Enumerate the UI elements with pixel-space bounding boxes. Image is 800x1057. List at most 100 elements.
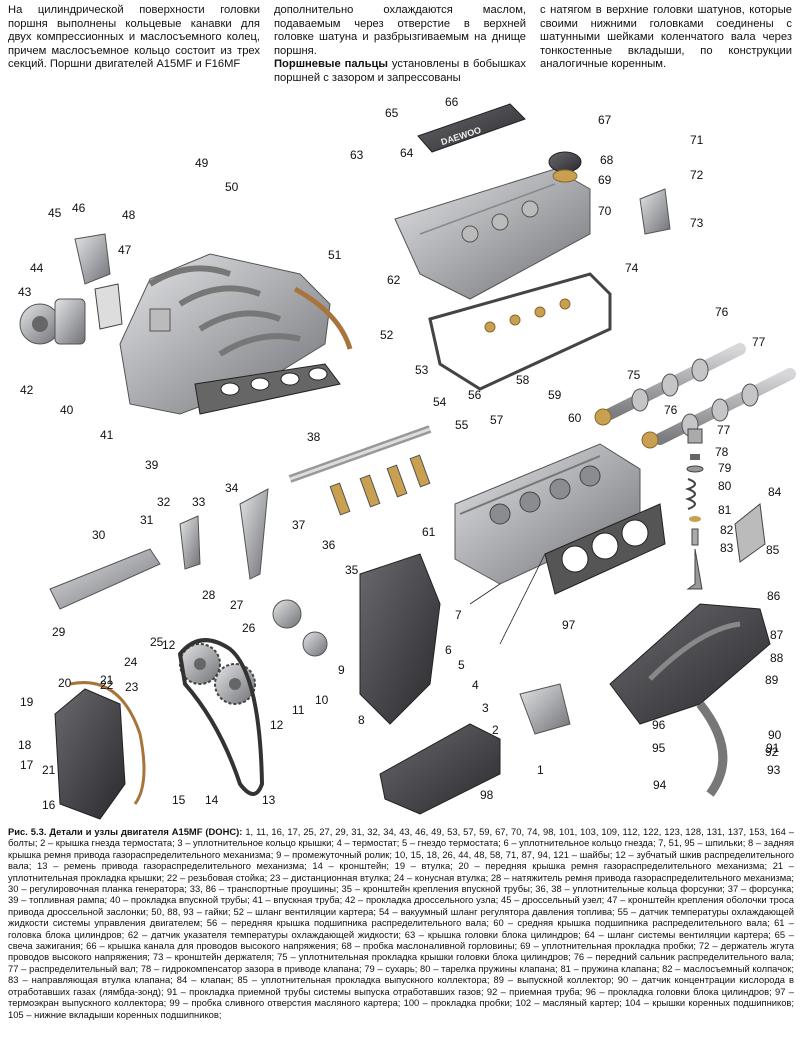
part-label: 46 — [72, 201, 86, 215]
part-label: 55 — [455, 418, 469, 432]
part-label: 29 — [52, 625, 66, 639]
part-label: 40 — [60, 403, 74, 417]
exhaust-manifold — [609, 603, 771, 725]
part-label: 87 — [770, 628, 784, 642]
part-label: 27 — [230, 598, 244, 612]
text-column-2-part-a: дополнительно охлаждаются маслом, подава… — [274, 4, 526, 57]
part-label: 30 — [92, 528, 106, 542]
idler-roller — [302, 631, 328, 657]
part-label: 17 — [20, 758, 34, 772]
part-label: 12 — [162, 638, 176, 652]
part-label: 80 — [718, 479, 732, 493]
text-column-2: дополнительно охлаждаются маслом, подава… — [274, 4, 526, 84]
part-label: 21 — [42, 763, 56, 777]
part-label: 77 — [752, 335, 766, 349]
part-label: 68 — [600, 153, 614, 167]
part-label: 67 — [598, 113, 612, 127]
intake-manifold — [119, 253, 331, 415]
part-label: 23 — [125, 680, 139, 694]
part-label: 90 — [768, 728, 782, 742]
part-label: 86 — [767, 589, 781, 603]
part-label: 39 — [145, 458, 159, 472]
part-label: 54 — [433, 395, 447, 409]
part-label: 76 — [715, 305, 729, 319]
intake-gasket — [194, 363, 341, 415]
part-label: 51 — [328, 248, 342, 262]
part-label: 24 — [124, 655, 138, 669]
part-label: 41 — [100, 428, 114, 442]
part-label: 63 — [350, 148, 364, 162]
part-label: 35 — [345, 563, 359, 577]
part-label: 34 — [225, 481, 239, 495]
part-label: 36 — [322, 538, 336, 552]
part-label: 8 — [358, 713, 365, 727]
part-label: 94 — [653, 778, 667, 792]
part-label: 83 — [720, 541, 734, 555]
cable-bracket — [74, 233, 111, 285]
cover-seal — [69, 681, 146, 805]
camshaft-seal-1 — [594, 408, 612, 426]
part-label: 18 — [18, 738, 32, 752]
wire-holder-bracket — [639, 188, 671, 235]
alternator-strap — [49, 548, 161, 610]
intake-bracket — [239, 488, 269, 580]
caption-body: 1, 11, 16, 17, 25, 27, 29, 31, 32, 34, 4… — [8, 826, 795, 1020]
part-label: 66 — [445, 95, 459, 109]
part-label: 60 — [568, 411, 582, 425]
part-label: 48 — [122, 208, 136, 222]
part-label: 96 — [652, 718, 666, 732]
part-label: 6 — [445, 643, 452, 657]
part-label: 2 — [492, 723, 499, 737]
part-label: 1 — [537, 763, 544, 777]
plug-wire-cover: DAEWOO — [417, 103, 526, 153]
part-label: 84 — [768, 485, 782, 499]
part-label: 3 — [482, 701, 489, 715]
engine-parts-figure: DAEWOO — [18, 95, 796, 820]
part-label: 4 — [472, 678, 479, 692]
part-label: 21 — [100, 673, 114, 687]
text-column-1: На цилиндрической поверхности головки по… — [8, 4, 260, 71]
part-label: 12 — [270, 718, 284, 732]
part-label: 10 — [315, 693, 329, 707]
oil-filler-cap — [548, 151, 582, 183]
part-label: 71 — [690, 133, 704, 147]
rear-timing-cover — [359, 553, 441, 725]
part-label: 85 — [766, 543, 780, 557]
part-label: 37 — [292, 518, 306, 532]
lifting-eye — [179, 515, 201, 570]
part-label: 76 — [664, 403, 678, 417]
front-timing-cover — [54, 688, 126, 820]
part-label: 57 — [490, 413, 504, 427]
part-label: 7 — [455, 608, 462, 622]
camshaft-seal-2 — [641, 431, 659, 449]
part-label: 28 — [202, 588, 216, 602]
part-label: 19 — [20, 695, 34, 709]
down-pipe — [696, 701, 728, 797]
part-label: 56 — [468, 388, 482, 402]
part-label: 62 — [387, 273, 401, 287]
leader-lines — [469, 553, 546, 645]
part-label: 52 — [380, 328, 394, 342]
part-label: 33 — [192, 495, 206, 509]
head-gasket — [544, 503, 666, 595]
part-label: 13 — [262, 793, 276, 807]
part-label: 75 — [627, 368, 641, 382]
part-label: 26 — [242, 621, 256, 635]
part-label: 65 — [385, 106, 399, 120]
injectors — [329, 454, 431, 516]
part-label: 77 — [717, 423, 731, 437]
part-label: 43 — [18, 285, 32, 299]
part-label: 44 — [30, 261, 44, 275]
part-label: 15 — [172, 793, 186, 807]
part-label: 42 — [20, 383, 34, 397]
part-label: 50 — [225, 180, 239, 194]
part-label: 97 — [562, 618, 576, 632]
gasket-seals — [484, 298, 571, 333]
part-label: 95 — [652, 741, 666, 755]
part-label: 64 — [400, 146, 414, 160]
intro-text: На цилиндрической поверхности головки по… — [8, 4, 792, 84]
part-label: 59 — [548, 388, 562, 402]
part-label: 11 — [292, 703, 305, 717]
exhaust-heat-shield — [379, 723, 501, 815]
